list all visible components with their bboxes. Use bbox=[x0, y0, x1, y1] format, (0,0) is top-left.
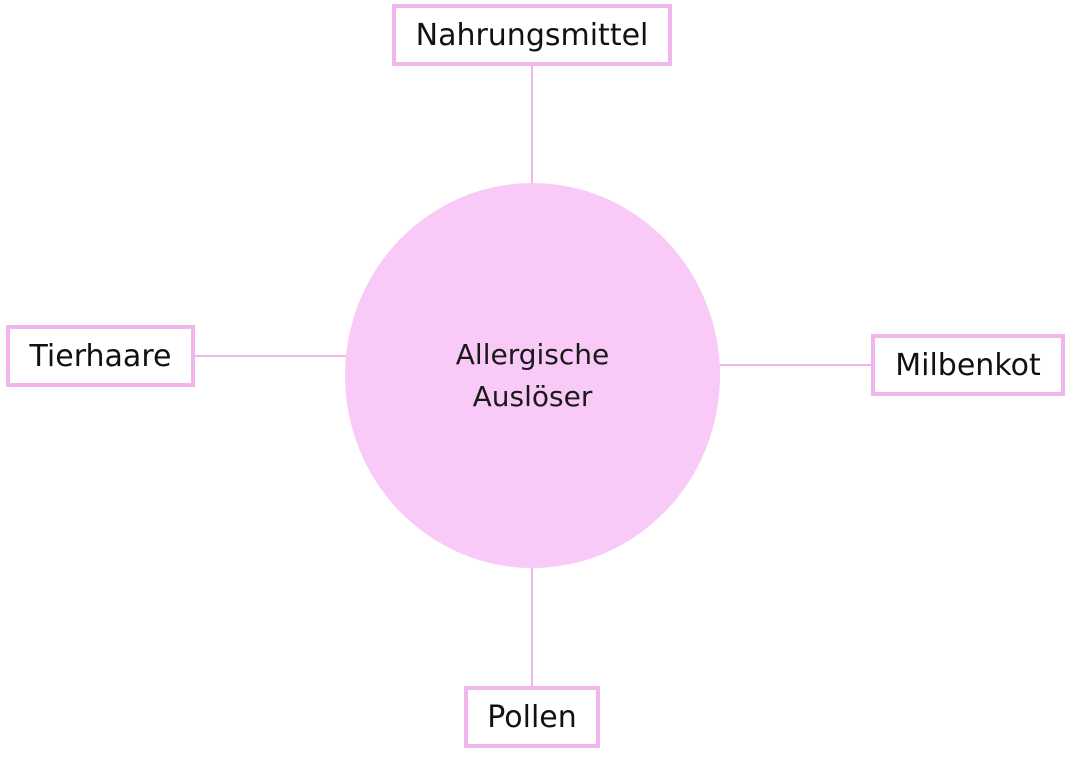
connector-bottom bbox=[531, 567, 533, 687]
node-label: Nahrungsmittel bbox=[415, 17, 649, 53]
node-tierhaare: Tierhaare bbox=[6, 325, 195, 387]
node-label: Tierhaare bbox=[29, 338, 172, 374]
node-nahrungsmittel: Nahrungsmittel bbox=[392, 4, 672, 66]
connector-top bbox=[531, 64, 533, 184]
center-node: Allergische Auslöser bbox=[345, 183, 720, 568]
node-pollen: Pollen bbox=[464, 686, 600, 748]
center-label: Allergische Auslöser bbox=[455, 337, 610, 413]
connector-left bbox=[193, 355, 346, 357]
node-milbenkot: Milbenkot bbox=[871, 334, 1065, 396]
node-label: Pollen bbox=[487, 699, 577, 735]
connector-right bbox=[719, 364, 872, 366]
node-label: Milbenkot bbox=[895, 347, 1041, 383]
